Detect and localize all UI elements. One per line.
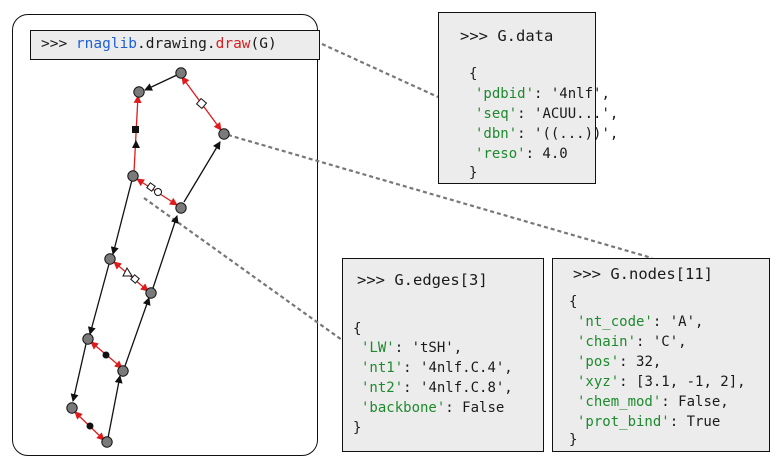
entry-dbn: 'dbn': '((...))', [475,126,618,142]
entry-value: : True [669,414,721,430]
entry-nt1: 'nt1': '4nlf.C.4', [361,360,513,376]
entry-lw: 'LW': 'tSH', [361,340,462,356]
entry-key: 'nt1' [361,360,404,376]
entry-chain: 'chain': 'C', [577,334,687,350]
nucleotide-node [175,67,187,79]
hollow-square-glyph [146,182,156,192]
filled-circle-glyph [86,422,94,430]
entry-key: 'prot_bind' [577,414,670,430]
hollow-square-glyph [130,274,140,284]
entry-key: 'pos' [577,354,620,370]
backbone-edge [70,343,87,402]
entry-chem-mod: 'chem_mod': False, [577,394,729,410]
nucleotide-node [117,365,129,377]
entry-value: : '4nlf', [534,86,610,102]
function-name: draw [215,36,251,52]
entry-pdbid: 'pdbid': '4nlf', [475,86,610,102]
edge-data-card: >>> G.edges[3] { 'LW': 'tSH', 'nt1': '4n… [342,258,544,452]
pairing-edge [133,95,142,173]
backbone-edge [87,263,110,335]
node-data-card: >>> G.nodes[11] { 'nt_code': 'A', 'chain… [552,258,770,452]
entry-seq: 'seq': 'ACUU...', [475,106,618,122]
brace-open: { [469,66,478,82]
node-data-header: >>> G.nodes[11] [573,265,713,283]
entry-key: 'reso' [475,146,526,162]
entry-pos: 'pos': 32, [577,354,661,370]
nucleotide-node [175,202,187,214]
entry-value: : '4nlf.C.4', [403,360,513,376]
entry-backbone: 'backbone': False [361,400,504,416]
backbone-edge [107,375,123,439]
nucleotide-node [145,287,157,299]
graph-data-header: >>> G.data [460,27,554,45]
entry-key: 'chain' [577,334,637,350]
filled-triangle-glyph [132,140,140,148]
backbone-edge [183,141,221,203]
edge-data-header: >>> G.edges[3] [357,271,488,289]
module-name: rnaglib [75,36,138,52]
connector-to-edge-data [143,197,343,341]
entry-value: : 'ACUU...', [517,106,619,122]
entry-value: : [3.1, -1, 2], [619,374,746,390]
prompt: >>> [41,36,76,52]
connector-to-node-data [227,133,653,260]
nucleotide-node [66,402,78,414]
entry-value: : 'C', [636,334,687,350]
submodule-name: drawing [145,36,207,52]
draw-command: >>> rnaglib.drawing.draw(G) [30,30,320,60]
entry-key: 'xyz' [577,374,620,390]
graph-data-card: >>> G.data { 'pdbid': '4nlf', 'seq': 'AC… [438,12,618,184]
backbone-edge [144,74,178,91]
entry-prot-bind: 'prot_bind': True [577,414,720,430]
backbone-edge [152,215,179,289]
hollow-square-glyph [195,97,208,110]
nucleotide-node [133,86,145,98]
entry-value: : '4nlf.C.8', [403,380,513,396]
nucleotide-node [218,128,230,140]
nucleotide-node [104,253,116,265]
entry-key: 'nt2' [361,380,404,396]
entry-key: 'LW' [361,340,395,356]
entry-key: 'pdbid' [475,86,535,102]
entry-key: 'dbn' [475,126,518,142]
hollow-triangle-glyph [122,266,133,277]
entry-key: 'backbone' [361,400,446,416]
brace-close: } [569,432,578,448]
filled-square-glyph [132,126,139,133]
backbone-edge [110,175,134,255]
entry-value: : 4.0 [525,146,568,162]
entry-nt2: 'nt2': '4nlf.C.8', [361,380,513,396]
backbone-edge [124,297,151,367]
entry-xyz: 'xyz': [3.1, -1, 2], [577,374,746,390]
nucleotide-node [82,333,94,345]
entry-value: : False [445,400,505,416]
brace-close: } [469,165,478,181]
entry-value: : 'tSH', [394,340,463,356]
entry-nt-code: 'nt_code': 'A', [577,314,703,330]
filled-circle-glyph [102,351,110,359]
brace-open: { [569,294,578,310]
nucleotide-node [127,170,139,182]
drawing-panel [12,14,318,456]
entry-key: 'nt_code' [577,314,653,330]
brace-close: } [353,420,362,436]
hollow-circle-glyph [154,188,162,196]
entry-key: 'seq' [475,106,518,122]
entry-value: : '((...))', [517,126,619,142]
dot: . [206,36,216,52]
entry-reso: 'reso': 4.0 [475,146,568,162]
entry-value: : 'A', [652,314,704,330]
nucleotide-node [101,436,113,448]
brace-open: { [353,321,362,337]
entry-key: 'chem_mod' [577,394,662,410]
entry-value: : 32, [619,354,662,370]
connector-to-graph-data [321,42,439,99]
dot: . [137,36,146,52]
function-args: (G) [250,36,277,52]
entry-value: : False, [661,394,729,410]
